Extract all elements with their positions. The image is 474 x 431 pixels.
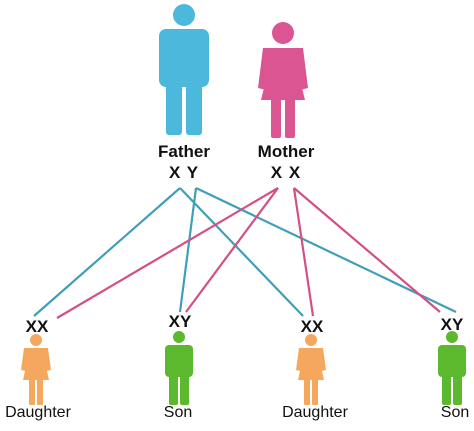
father-icon [159, 4, 209, 135]
father-label: Father [158, 142, 210, 161]
mother-x1-to-daughter-1-line [56, 187, 279, 319]
father-y-to-son-2-line [195, 187, 457, 313]
father-connections [33, 187, 457, 317]
mother-x2-to-daughter-2-line [292, 187, 315, 317]
son-2-label: Son [440, 404, 470, 421]
mother-x1-to-son-1-line [185, 187, 279, 313]
daughter-2-label: Daughter [282, 404, 348, 421]
daughter-2-genotype: XX [300, 317, 324, 336]
mother-label: Mother [257, 142, 315, 161]
father-genotype: X Y [168, 163, 200, 182]
mother-connections [56, 187, 441, 319]
daughter-1-genotype: XX [25, 317, 49, 336]
son-2-genotype: XY [440, 315, 464, 334]
mother-x2-to-son-2-line [293, 187, 441, 313]
mother-icon [258, 22, 308, 138]
mother-genotype: X X [270, 163, 302, 182]
son-2-icon [438, 331, 466, 405]
father-x-to-daughter-2-line [179, 187, 304, 317]
daughter-1-label: Daughter [5, 404, 71, 421]
daughter-1-icon [21, 334, 51, 405]
son-1-icon [165, 331, 193, 405]
daughter-2-icon [296, 334, 326, 405]
son-1-genotype: XY [168, 312, 192, 331]
son-1-label: Son [163, 404, 193, 421]
father-x-to-daughter-1-line [33, 187, 181, 317]
father-y-to-son-1-line [178, 187, 198, 313]
